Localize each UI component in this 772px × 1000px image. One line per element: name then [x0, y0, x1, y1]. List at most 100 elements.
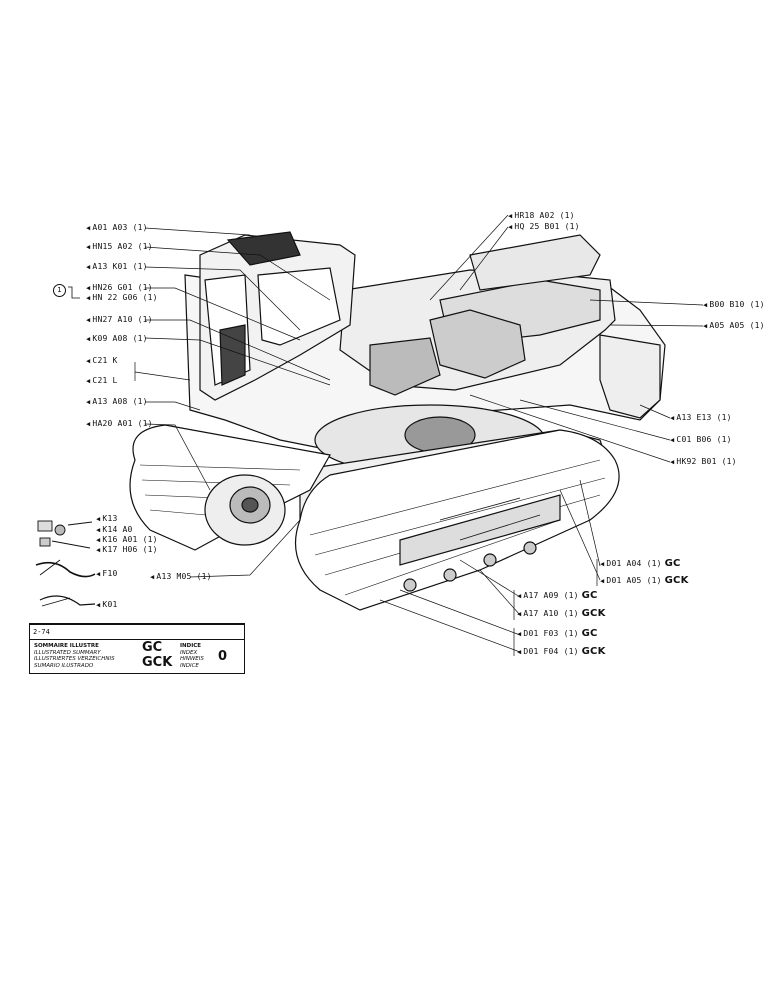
index-labels: INDICE INDEX HINWEIS INDICE	[180, 643, 204, 669]
pointer-icon: ◀	[86, 284, 91, 292]
callout-ref: HN27	[92, 315, 113, 324]
callout-ref: A05	[709, 321, 725, 330]
pointer-icon: ◀	[508, 212, 513, 220]
pointer-icon: ◀	[670, 414, 675, 422]
callout-code: M05 (1)	[176, 572, 212, 581]
callout-code: E13 (1)	[696, 413, 732, 422]
callout-code: K	[112, 356, 118, 365]
callout-k16[interactable]: ◀K16 A01 (1)	[96, 535, 158, 545]
pointer-icon: ◀	[96, 536, 101, 544]
callout-a17-a09[interactable]: ◀A17 A09 (1)GC	[517, 591, 598, 601]
callout-model: GCK	[664, 575, 689, 586]
callout-code: A05 (1)	[626, 576, 662, 585]
callout-code: F03 (1)	[543, 629, 579, 638]
callout-ref: HK92	[676, 457, 697, 466]
callout-hn22[interactable]: ◀HN 22 G06 (1)	[86, 293, 158, 303]
index-line-de: HINWEIS	[180, 656, 204, 662]
callout-ref: D01	[523, 629, 539, 638]
divider	[30, 639, 244, 640]
pointer-icon: ◀	[96, 570, 101, 578]
note-circle: 1	[53, 284, 66, 297]
callout-code: G06 (1)	[122, 293, 158, 302]
pointer-icon: ◀	[86, 224, 91, 232]
callout-code: B01 (1)	[544, 222, 580, 231]
page-number: 2-74	[33, 628, 50, 636]
pointer-icon: ◀	[150, 573, 155, 581]
callout-code: G01 (1)	[117, 283, 153, 292]
callout-c21-k[interactable]: ◀C21 K	[86, 356, 118, 366]
callout-c21-l[interactable]: ◀C21 L	[86, 376, 118, 386]
callout-code: A05 (1)	[729, 321, 765, 330]
pointer-icon: ◀	[703, 322, 708, 330]
callout-code: L	[112, 376, 118, 385]
callout-a13-k01[interactable]: ◀A13 K01 (1)	[86, 262, 148, 272]
callout-ref: D01	[523, 647, 539, 656]
callout-hq25[interactable]: ◀HQ 25 B01 (1)	[508, 222, 580, 232]
callout-code: A02 (1)	[539, 211, 575, 220]
callout-d01-a04[interactable]: ◀D01 A04 (1)GC	[600, 559, 681, 569]
callout-ref: HN26	[92, 283, 113, 292]
model-gc: GC	[142, 640, 163, 655]
callout-hn26[interactable]: ◀HN26 G01 (1)	[86, 283, 153, 293]
callout-code: A02 (1)	[117, 242, 153, 251]
callout-ref: K01	[102, 600, 118, 609]
callout-hn27[interactable]: ◀HN27 A10 (1)	[86, 315, 153, 325]
callout-a13-m05[interactable]: ◀A13 M05 (1)	[150, 572, 212, 582]
callout-k09[interactable]: ◀K09 A08 (1)	[86, 334, 148, 344]
callout-ref: A01	[92, 223, 108, 232]
callout-code: A10 (1)	[117, 315, 153, 324]
callout-ha20[interactable]: ◀HA20 A01 (1)	[86, 419, 153, 429]
callout-ref: K16	[102, 535, 118, 544]
callout-model: GC	[581, 628, 598, 639]
callout-model: GCK	[581, 608, 606, 619]
callout-a01[interactable]: ◀A01 A03 (1)	[86, 223, 148, 233]
note-circle-number: 1	[57, 286, 62, 294]
callout-b00[interactable]: ◀B00 B10 (1)	[703, 300, 765, 310]
callout-d01-f03[interactable]: ◀D01 F03 (1)GC	[517, 629, 598, 639]
callout-code: A04 (1)	[626, 559, 662, 568]
callout-k01[interactable]: ◀K01	[96, 600, 117, 610]
callout-ref: K17	[102, 545, 118, 554]
pointer-icon: ◀	[670, 458, 675, 466]
callout-model: GC	[664, 558, 681, 569]
callout-ref: HR18	[514, 211, 535, 220]
callout-a13-e13[interactable]: ◀A13 E13 (1)	[670, 413, 732, 423]
callout-code: A10 (1)	[543, 609, 579, 618]
callout-ref: D01	[606, 559, 622, 568]
callout-f10[interactable]: ◀F10	[96, 569, 117, 579]
callout-d01-f04[interactable]: ◀D01 F04 (1)GCK	[517, 647, 606, 657]
pointer-icon: ◀	[96, 515, 101, 523]
pointer-icon: ◀	[86, 316, 91, 324]
pointer-icon: ◀	[86, 357, 91, 365]
callout-ref: A17	[523, 609, 539, 618]
callout-hk92[interactable]: ◀HK92 B01 (1)	[670, 457, 737, 467]
callout-code: A09 (1)	[543, 591, 579, 600]
callout-ref: A13	[92, 262, 108, 271]
model-labels: GC GCK	[142, 640, 172, 670]
callout-d01-a05[interactable]: ◀D01 A05 (1)GCK	[600, 576, 689, 586]
callout-hr18[interactable]: ◀HR18 A02 (1)	[508, 211, 575, 221]
callout-c01[interactable]: ◀C01 B06 (1)	[670, 435, 732, 445]
callout-ref: K14	[102, 525, 118, 534]
callout-code: K01 (1)	[112, 262, 148, 271]
pointer-icon: ◀	[517, 648, 522, 656]
callout-code: A01 (1)	[117, 419, 153, 428]
callout-a05[interactable]: ◀A05 A05 (1)	[703, 321, 765, 331]
pointer-icon: ◀	[86, 420, 91, 428]
callout-code: B06 (1)	[696, 435, 732, 444]
callout-a17-a10[interactable]: ◀A17 A10 (1)GCK	[517, 609, 606, 619]
pointer-icon: ◀	[703, 301, 708, 309]
pointer-icon: ◀	[670, 436, 675, 444]
callout-code: A0	[122, 525, 133, 534]
callout-a13-a08[interactable]: ◀A13 A08 (1)	[86, 397, 148, 407]
callout-ref: HQ 25	[514, 222, 540, 231]
index-line-es: INDICE	[180, 662, 199, 669]
summary-line-en: ILLUSTRATED SUMMARY	[34, 649, 101, 656]
callout-hn15[interactable]: ◀HN15 A02 (1)	[86, 242, 153, 252]
callout-k13[interactable]: ◀K13	[96, 514, 117, 524]
pointer-icon: ◀	[517, 592, 522, 600]
callout-k17[interactable]: ◀K17 H06 (1)	[96, 545, 158, 555]
callout-k14[interactable]: ◀K14 A0	[96, 525, 133, 535]
